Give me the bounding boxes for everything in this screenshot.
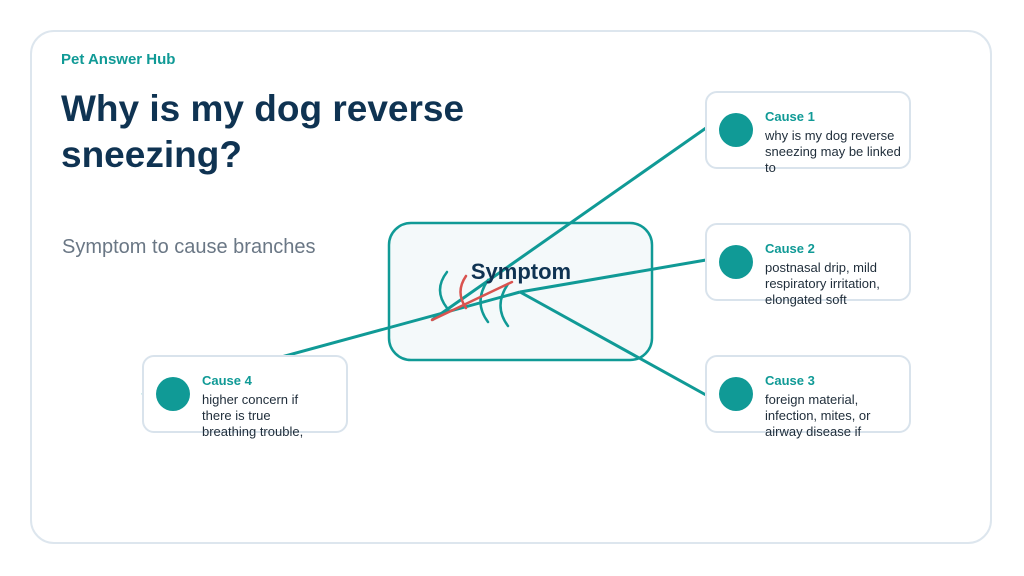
cause-text-3: foreign material, infection, mites, or a… — [765, 392, 871, 439]
symptom-label: Symptom — [471, 259, 571, 284]
page-title: Why is my dog reverse sneezing? — [61, 88, 465, 175]
cause-text-2: postnasal drip, mild respiratory irritat… — [765, 260, 880, 307]
cause-node-4 — [156, 377, 190, 411]
cause-title-2: Cause 2 — [765, 241, 815, 256]
cause-title-4: Cause 4 — [202, 373, 252, 388]
brand-label: Pet Answer Hub — [61, 51, 176, 68]
cause-title-1: Cause 1 — [765, 109, 815, 124]
connector-line-cause-1 — [431, 126, 707, 322]
cause-title-3: Cause 3 — [765, 373, 815, 388]
connector-line-cause-2 — [519, 258, 707, 294]
cause-node-1 — [719, 113, 753, 147]
reverse-sneeze-waves-icon — [430, 270, 514, 328]
cause-node-3 — [719, 377, 753, 411]
diagram-subtitle: Symptom to cause branches — [62, 236, 316, 258]
cause-text-1: why is my dog reverse sneezing may be li… — [765, 128, 901, 175]
cause-text-4: higher concern if there is true breathin… — [202, 392, 304, 439]
cause-node-2 — [719, 245, 753, 279]
connector-line-cause-3 — [519, 290, 707, 397]
